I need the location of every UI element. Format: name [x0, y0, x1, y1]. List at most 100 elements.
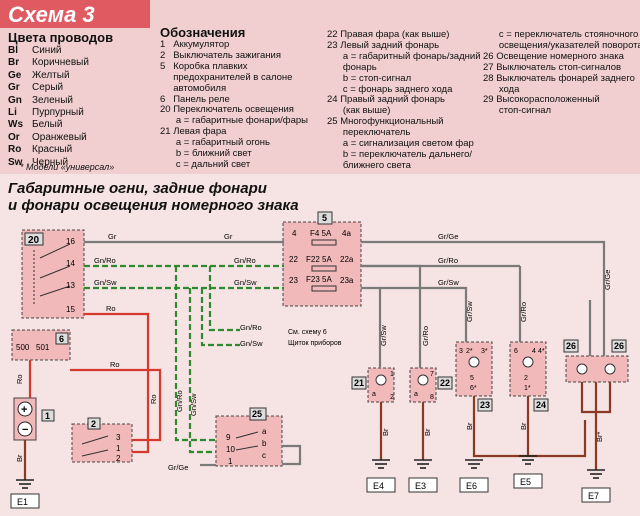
plate-lamps-26: 26 26 [563, 339, 629, 383]
wire-color-row: Ge Желтый [8, 70, 89, 82]
svg-text:6: 6 [59, 334, 64, 344]
wire-color-code: Or [8, 131, 20, 143]
wire-color-row: Ro Красный [8, 144, 89, 156]
svg-text:Ro: Ro [149, 394, 158, 404]
legend-line: 26 Освещение номерного знака [483, 50, 624, 62]
wire-color-name: Белый [32, 119, 63, 131]
diagram-subtitle-line1: Габаритные огни, задние фонари [8, 180, 267, 197]
legend-line: ближнего света [327, 159, 411, 171]
legend-line: 20 Переключатель освещения [160, 104, 294, 116]
svg-text:Gr/Ge: Gr/Ge [168, 463, 188, 472]
diagram-subtitle-line2: и фонари освещения номерного знака [8, 197, 299, 214]
page-title: Схема 3 [8, 2, 95, 27]
svg-text:500: 500 [16, 343, 30, 352]
svg-text:14: 14 [66, 259, 75, 268]
svg-text:F4 5A: F4 5A [310, 229, 332, 238]
svg-text:Br: Br [15, 454, 24, 462]
svg-text:26: 26 [566, 341, 576, 351]
wire-color-code: Gn [8, 94, 22, 106]
svg-text:20: 20 [28, 235, 40, 246]
svg-text:Gr/Sw: Gr/Sw [379, 325, 388, 346]
wire-color-code: Ro [8, 144, 22, 156]
svg-text:26: 26 [614, 341, 624, 351]
svg-text:2: 2 [91, 419, 96, 429]
svg-text:13: 13 [66, 281, 75, 290]
svg-text:2: 2 [390, 394, 394, 401]
svg-text:2: 2 [116, 454, 121, 463]
svg-text:Gr/Sw: Gr/Sw [438, 278, 459, 287]
legend-column-2: 22 Правая фара (как выше)23 Левый задний… [327, 29, 481, 172]
legend-line: хода [483, 83, 520, 95]
wire-color-name: Пурпурный [32, 106, 84, 118]
svg-text:Gn/Ro: Gn/Ro [240, 323, 262, 332]
svg-text:16: 16 [66, 237, 75, 246]
diagram-subtitle: Габаритные огни, задние фонари и фонари … [8, 180, 299, 214]
legend-line: переключатель [327, 127, 411, 139]
svg-text:2: 2 [524, 375, 528, 382]
right-headlamp-22: 22 a 7 8 [409, 367, 453, 403]
svg-text:6: 6 [514, 348, 518, 355]
svg-text:Ro: Ro [106, 304, 116, 313]
legend-heading: Обозначения [160, 25, 246, 40]
svg-text:Gr/Ge: Gr/Ge [603, 270, 612, 290]
left-tail-lamp-23: 23 3 2* 3* 5 6* [455, 341, 493, 412]
ground-labels: E1 E4 E3 E6 E5 E7 [10, 473, 611, 509]
ground-e6 [465, 459, 483, 469]
svg-text:8: 8 [430, 394, 434, 401]
svg-text:15: 15 [66, 305, 75, 314]
svg-text:Br: Br [519, 422, 528, 430]
legend-line: c = фонарь заднего хода [327, 83, 453, 95]
legend-line: освещения/указателей поворота [483, 39, 640, 51]
legend-line: a = габаритные фонари/фары [160, 115, 309, 127]
svg-text:E1: E1 [17, 497, 28, 507]
legend-line: 6 Панель реле [160, 93, 230, 105]
legend-line: фонарь [327, 61, 377, 73]
svg-text:F22 5A: F22 5A [306, 255, 332, 264]
svg-text:Gn/Sw: Gn/Sw [94, 278, 117, 287]
ignition-switch-2: 2 3 1 2 [71, 417, 133, 463]
svg-text:Gn/Ro: Gn/Ro [175, 390, 184, 412]
svg-text:1: 1 [116, 444, 121, 453]
svg-text:F23 5A: F23 5A [306, 275, 332, 284]
svg-text:+: + [21, 404, 27, 416]
multifunction-switch-25: 25 9 10 1 a b c [215, 407, 283, 467]
ground-symbols [16, 455, 605, 489]
legend-column-3: c = переключатель стояночного освещения/… [483, 29, 640, 117]
svg-text:a: a [262, 427, 267, 436]
wire-color-name: Черный [32, 156, 69, 168]
svg-text:2*: 2* [466, 348, 473, 355]
svg-text:1*: 1* [524, 385, 531, 392]
title-bar [0, 0, 150, 28]
legend-line: a = габаритный фонарь/задний [327, 50, 481, 62]
svg-text:E5: E5 [520, 477, 531, 487]
wire-color-name: Желтый [32, 69, 70, 81]
legend-line: 28 Выключатель фонарей заднего [483, 72, 635, 84]
wire-color-name: Синий [32, 45, 62, 56]
legend-line: стоп-сигнал [483, 105, 552, 117]
legend-line: 22 Правая фара (как выше) [327, 29, 450, 40]
svg-text:21: 21 [354, 378, 364, 388]
wire-color-name: Красный [32, 144, 73, 156]
wires [23, 240, 612, 480]
wire-color-code: Gr [8, 82, 20, 94]
svg-text:Ro: Ro [110, 360, 120, 369]
svg-text:Gn/Sw: Gn/Sw [234, 278, 257, 287]
wire-colors-heading: Цвета проводов [8, 30, 114, 45]
svg-text:22: 22 [440, 378, 450, 388]
svg-text:5: 5 [470, 375, 474, 382]
wire-color-code: Ge [8, 69, 22, 81]
ground-e5 [519, 455, 537, 465]
svg-text:22a: 22a [340, 255, 354, 264]
svg-text:−: − [22, 424, 28, 436]
legend-line: b = ближний свет [160, 148, 252, 160]
svg-text:4a: 4a [342, 229, 351, 238]
legend-line: 5 Коробка плавких [160, 60, 248, 72]
right-tail-lamp-24: 24 6 4 4* 2 1* [509, 341, 549, 412]
legend-line: a = габаритный огонь [160, 137, 270, 149]
